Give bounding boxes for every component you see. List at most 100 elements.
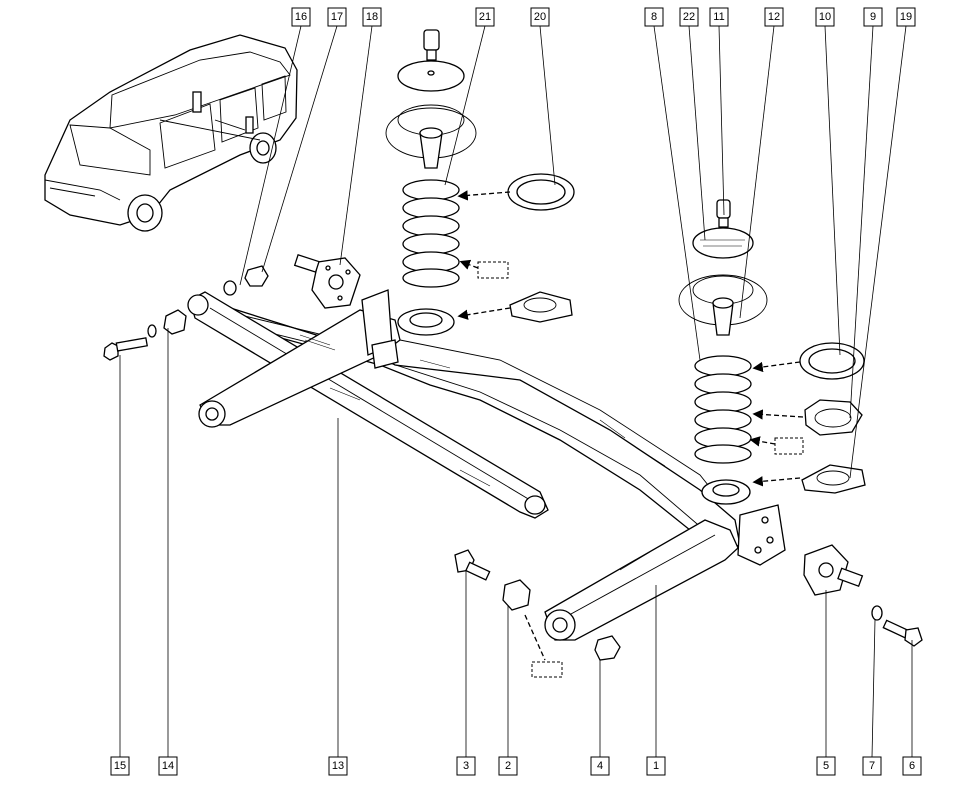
right-lower-insulator — [801, 464, 866, 494]
callout-box — [362, 7, 382, 27]
callout-1: 1 — [646, 756, 666, 776]
bottom-reference-box-icon — [531, 661, 563, 678]
callout-20: 20 — [530, 7, 550, 27]
callout-label: 14 — [162, 760, 174, 772]
callout-22: 22 — [679, 7, 699, 27]
callout-box — [110, 756, 130, 776]
callout-label: 10 — [819, 11, 831, 23]
callout-label: 16 — [295, 11, 307, 23]
callout-box — [709, 7, 729, 27]
callout-box — [902, 756, 922, 776]
callout-13: 13 — [328, 756, 348, 776]
leader-line-22 — [688, 25, 706, 241]
callout-label: 2 — [505, 760, 511, 772]
callout-10: 10 — [815, 7, 835, 27]
callout-label: 1 — [653, 760, 659, 772]
leader-line-7 — [871, 619, 876, 758]
leader-line-9 — [849, 25, 874, 419]
center-bolt-set — [454, 549, 621, 661]
callout-box — [815, 7, 835, 27]
callout-label: 8 — [651, 11, 657, 23]
callout-label: 15 — [114, 760, 126, 772]
left-nut — [244, 265, 269, 287]
right-spring-assembly — [678, 199, 768, 505]
callout-3: 3 — [456, 756, 476, 776]
callout-box — [327, 7, 347, 27]
leader-line-20 — [539, 25, 556, 186]
leader-line-17 — [261, 25, 338, 273]
left-stub-axle — [293, 254, 361, 309]
callout-box — [679, 7, 699, 27]
leader-line-10 — [824, 25, 841, 356]
callout-box — [456, 756, 476, 776]
leader-line-21 — [444, 25, 486, 186]
callout-2: 2 — [498, 756, 518, 776]
callout-14: 14 — [158, 756, 178, 776]
callout-label: 3 — [463, 760, 469, 772]
callout-label: 4 — [597, 760, 603, 772]
leader-line-19 — [849, 25, 907, 479]
callout-5: 5 — [816, 756, 836, 776]
callout-15: 15 — [110, 756, 130, 776]
right-stub-axle — [803, 544, 864, 596]
callout-7: 7 — [862, 756, 882, 776]
right-coil-spring — [694, 355, 752, 464]
callout-17: 17 — [327, 7, 347, 27]
leader-lines — [119, 25, 913, 758]
callout-label: 20 — [534, 11, 546, 23]
callout-box — [530, 7, 550, 27]
left-lower-insulator — [509, 291, 573, 323]
callout-box — [644, 7, 664, 27]
left-spring-assembly — [385, 29, 477, 336]
callout-8: 8 — [644, 7, 664, 27]
callout-box — [816, 756, 836, 776]
callout-box — [896, 7, 916, 27]
callout-label: 17 — [331, 11, 343, 23]
right-upper-insulator-ring — [799, 342, 865, 380]
left-upper-insulator-ring — [507, 173, 575, 211]
right-washer — [871, 605, 883, 621]
callout-label: 18 — [366, 11, 378, 23]
leader-line-11 — [718, 25, 725, 216]
callout-box — [475, 7, 495, 27]
leader-line-8 — [653, 25, 701, 361]
callout-18: 18 — [362, 7, 382, 27]
callout-label: 22 — [683, 11, 695, 23]
callout-11: 11 — [709, 7, 729, 27]
leader-line-12 — [739, 25, 775, 319]
callout-box — [328, 756, 348, 776]
callout-label: 12 — [768, 11, 780, 23]
left-bolt-set — [103, 309, 187, 361]
callout-12: 12 — [764, 7, 784, 27]
callout-19: 19 — [896, 7, 916, 27]
callout-box — [498, 756, 518, 776]
callout-label: 7 — [869, 760, 875, 772]
callout-box — [590, 756, 610, 776]
callout-box — [291, 7, 311, 27]
callout-label: 9 — [870, 11, 876, 23]
callout-label: 11 — [713, 11, 724, 23]
callout-label: 13 — [332, 760, 344, 772]
callout-label: 19 — [900, 11, 912, 23]
callout-box — [863, 7, 883, 27]
callout-4: 4 — [590, 756, 610, 776]
callout-label: 6 — [909, 760, 915, 772]
right-reference-box-icon — [774, 437, 804, 455]
right-bolt — [882, 619, 923, 647]
callout-16: 16 — [291, 7, 311, 27]
left-washer — [223, 280, 237, 296]
callout-6: 6 — [902, 756, 922, 776]
right-spring-clip — [804, 399, 863, 436]
left-reference-box-icon — [477, 261, 509, 279]
leader-line-16 — [239, 25, 302, 286]
callout-box — [646, 756, 666, 776]
axle-beam — [187, 289, 786, 641]
vehicle-thumbnail-icon — [44, 34, 298, 232]
callout-21: 21 — [475, 7, 495, 27]
callout-box — [158, 756, 178, 776]
callout-label: 21 — [479, 11, 491, 23]
left-coil-spring — [402, 179, 460, 288]
